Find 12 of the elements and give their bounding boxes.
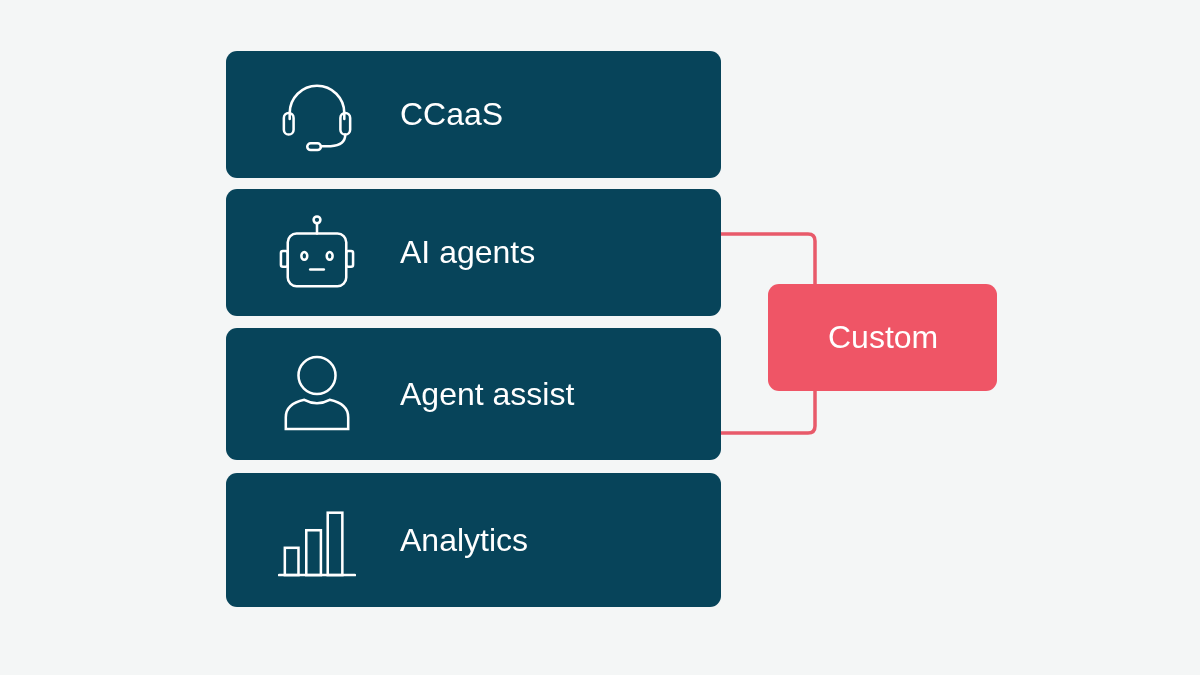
- connector-line: [721, 232, 817, 284]
- box-label: Custom: [828, 319, 939, 356]
- box-label: Agent assist: [400, 376, 575, 413]
- box-label: Analytics: [400, 522, 529, 559]
- box-label: AI agents: [400, 234, 536, 271]
- service-box: [226, 189, 721, 316]
- connector-line: [721, 391, 817, 435]
- service-box: [226, 328, 721, 460]
- service-box: [226, 473, 721, 607]
- box-label: CCaaS: [400, 96, 504, 133]
- service-box: [226, 51, 721, 178]
- custom-box: [768, 284, 997, 391]
